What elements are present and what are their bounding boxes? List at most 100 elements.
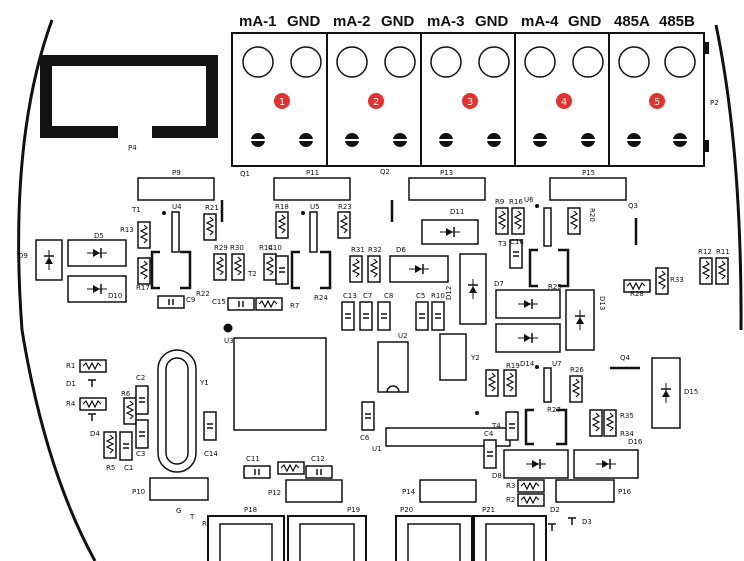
screw-hole-7 <box>524 46 556 78</box>
diode-d15 <box>651 357 681 429</box>
label-r23: R23 <box>338 203 352 211</box>
label-d1: D1 <box>66 380 76 388</box>
label-r11: R11 <box>716 248 730 256</box>
diode-d7 <box>495 289 561 319</box>
label-d9: D9 <box>18 252 28 260</box>
ic-u4 <box>171 211 180 253</box>
inductor-r27-area <box>524 408 568 446</box>
badge-label-3: 3 <box>467 97 473 108</box>
capacitor-c2 <box>135 385 149 415</box>
label-c6: C6 <box>360 434 370 442</box>
screw-hole-2 <box>290 46 322 78</box>
ic-u7 <box>543 367 552 403</box>
label-r29: R29 <box>214 244 228 252</box>
connector-p21: P21 <box>473 506 547 561</box>
diode-d6 <box>389 255 449 283</box>
header-485a: 485A <box>614 13 650 30</box>
label-g: G <box>176 507 181 515</box>
resistor-r14 <box>263 253 277 281</box>
resistor-r5 <box>103 431 117 459</box>
label-d8: D8 <box>492 472 502 480</box>
label-d3: D3 <box>582 518 592 526</box>
label-r14: R14 <box>259 244 273 252</box>
capacitor-c7 <box>359 301 373 331</box>
resistor-r9 <box>495 207 509 235</box>
label-q3: Q3 <box>628 202 638 210</box>
label-r13: R13 <box>120 226 134 234</box>
label-r16: R16 <box>509 198 523 206</box>
header-gnd-3: GND <box>475 13 509 30</box>
resistor-r26 <box>569 375 583 403</box>
resistor-r8 <box>277 461 305 475</box>
label-c4: C4 <box>484 430 494 438</box>
connector-p20: P20 <box>395 506 473 561</box>
ic-u5 <box>309 211 318 253</box>
header-ma-4: mA-4 <box>521 13 559 30</box>
label-p2: P2 <box>710 99 719 107</box>
capacitor-c12 <box>305 465 333 479</box>
connector-p4 <box>40 55 218 138</box>
label-t: T <box>189 513 195 521</box>
label-c10: C10 <box>268 244 282 252</box>
resistor-r4 <box>79 397 107 411</box>
label-d2: D2 <box>550 506 560 514</box>
screw-hole-8 <box>572 46 604 78</box>
label-c9: C9 <box>186 296 195 304</box>
label-c13: C13 <box>343 292 357 300</box>
label-q1: Q1 <box>240 170 250 178</box>
capacitor-c3 <box>135 419 149 449</box>
capacitor-c15 <box>227 297 255 311</box>
header-p11 <box>273 177 351 201</box>
label-p10: P10 <box>132 488 145 496</box>
label-c8: C8 <box>384 292 393 300</box>
label-r10: R10 <box>431 292 445 300</box>
resistor-r32 <box>367 255 381 283</box>
label-d13: D13 <box>598 296 606 310</box>
inductor-r22-area <box>150 250 192 290</box>
ic-u3 <box>233 337 327 431</box>
capacitor-t4 <box>505 411 519 441</box>
label-r22: R22 <box>196 290 210 298</box>
inductor-r24-area <box>290 250 332 290</box>
label-u5: U5 <box>310 203 320 211</box>
label-u7: U7 <box>552 360 562 368</box>
label-r25: R25 <box>548 283 562 291</box>
label-u6: U6 <box>524 196 534 204</box>
label-r21: R21 <box>205 204 219 212</box>
label-r7: R7 <box>290 302 299 310</box>
board-outline-left <box>17 19 97 561</box>
label-r3: R3 <box>506 482 515 490</box>
header-ma-3: mA-3 <box>427 13 465 30</box>
label-r19: R19 <box>506 362 520 370</box>
board-outline-right <box>714 24 743 331</box>
resistor-r23 <box>337 211 351 239</box>
diode-d12 <box>459 253 487 325</box>
label-r33: R33 <box>670 276 684 284</box>
label-d12: D12 <box>445 286 453 300</box>
resistor-r13 <box>137 221 151 249</box>
diode-d8 <box>503 449 569 479</box>
capacitor-c1 <box>119 431 133 461</box>
diode-d16 <box>573 449 639 479</box>
label-t2: T2 <box>247 270 257 278</box>
resistor-r30 <box>231 253 245 281</box>
label-r12: R12 <box>698 248 712 256</box>
diode-d9 <box>35 239 63 281</box>
label-p21: P21 <box>482 506 495 514</box>
label-u2: U2 <box>398 332 408 340</box>
header-p14 <box>419 479 477 503</box>
badge-5 <box>649 93 665 109</box>
label-u4: U4 <box>172 203 182 211</box>
label-p20: P20 <box>400 506 413 514</box>
header-gnd-4: GND <box>568 13 602 30</box>
resistor-r18 <box>275 211 289 239</box>
badge-1 <box>274 93 290 109</box>
capacitor-c8 <box>377 301 391 331</box>
label-r: R <box>202 520 207 528</box>
resistor-r15 <box>485 369 499 397</box>
label-r31: R31 <box>351 246 365 254</box>
label-r28: R28 <box>630 290 644 298</box>
label-r9: R9 <box>495 198 504 206</box>
label-r24: R24 <box>314 294 328 302</box>
label-t4: T4 <box>491 422 501 430</box>
